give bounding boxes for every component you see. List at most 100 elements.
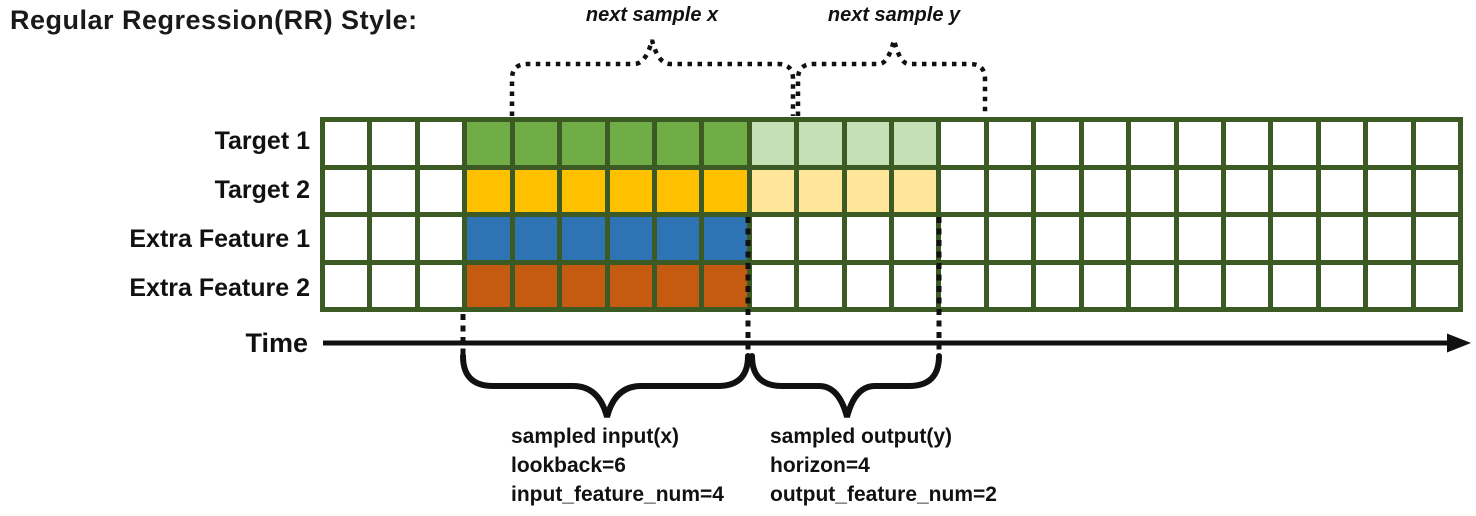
- grid-cell: [1320, 217, 1364, 260]
- grid-cell: [894, 122, 937, 165]
- sampled-output-note: sampled output(y) horizon=4 output_featu…: [770, 422, 997, 509]
- grid-cell: [988, 264, 1032, 307]
- grid-cell: [894, 264, 937, 307]
- grid-cell: [1036, 169, 1079, 212]
- grid-cell: [609, 264, 652, 307]
- grid-cell: [372, 264, 415, 307]
- sampled-input-note: sampled input(x) lookback=6 input_featur…: [511, 422, 724, 509]
- grid-cell: [894, 169, 937, 212]
- grid-cell: [1368, 264, 1411, 307]
- row-labels: Target 1 Target 2 Extra Feature 1 Extra Fea…: [0, 0, 310, 516]
- next-sample-y-brace: [795, 39, 988, 116]
- grid-cell: [988, 169, 1032, 212]
- grid-cell: [419, 217, 463, 260]
- grid-cell: [799, 264, 842, 307]
- grid-cell: [325, 169, 368, 212]
- grid-cell: [1415, 169, 1458, 212]
- grid-cell: [1178, 264, 1221, 307]
- grid-cell: [988, 122, 1032, 165]
- grid-cell: [704, 169, 747, 212]
- grid-cell: [609, 169, 652, 212]
- grid-cell: [1131, 122, 1174, 165]
- grid-cell: [1178, 217, 1221, 260]
- grid-cell: [1083, 264, 1127, 307]
- grid-cell: [656, 169, 700, 212]
- grid-cell: [1083, 122, 1127, 165]
- sampled-input-line: sampled input(x): [511, 425, 680, 448]
- grid-cell: [1320, 122, 1364, 165]
- grid-cell: [514, 217, 558, 260]
- grid-cell: [846, 169, 889, 212]
- grid-cell: [609, 217, 652, 260]
- grid-cell: [514, 264, 558, 307]
- next-sample-y-label: next sample y: [827, 4, 961, 26]
- grid-cell: [325, 264, 368, 307]
- sampled-output-line: output_feature_num=2: [770, 483, 997, 506]
- grid-cell: [562, 217, 605, 260]
- grid-cell: [656, 264, 700, 307]
- sampled-input-line: lookback=6: [511, 454, 626, 477]
- time-axis-label: Time: [245, 328, 308, 358]
- grid-cell: [372, 169, 415, 212]
- grid-cell: [325, 217, 368, 260]
- grid-cell: [941, 264, 984, 307]
- grid-cell: [656, 122, 700, 165]
- grid-cell: [1083, 169, 1127, 212]
- grid-cell: [514, 122, 558, 165]
- grid-cell: [467, 217, 510, 260]
- time-axis-arrowhead: [1447, 333, 1471, 353]
- row-label: Target 1: [214, 127, 310, 156]
- grid-cell: [1225, 169, 1269, 212]
- grid-cell: [751, 264, 795, 307]
- grid-cell: [372, 122, 415, 165]
- grid-cell: [1083, 217, 1127, 260]
- grid-cell: [1273, 217, 1316, 260]
- row-label: Target 2: [214, 176, 310, 205]
- grid-cell: [1415, 217, 1458, 260]
- grid-cell: [941, 217, 984, 260]
- grid-cell: [1131, 169, 1174, 212]
- grid-cell: [562, 122, 605, 165]
- grid-cell: [562, 169, 605, 212]
- grid-cell: [1178, 169, 1221, 212]
- grid-cell: [562, 264, 605, 307]
- grid-cell: [467, 122, 510, 165]
- grid-cell: [419, 122, 463, 165]
- sampled-output-brace: [749, 353, 942, 429]
- sampled-input-brace: [460, 353, 751, 429]
- grid-cell: [846, 217, 889, 260]
- grid-cell: [1415, 122, 1458, 165]
- grid-cell: [1273, 169, 1316, 212]
- grid-cell: [1131, 217, 1174, 260]
- sampled-output-line: horizon=4: [770, 454, 870, 477]
- grid-cell: [1273, 122, 1316, 165]
- grid-cell: [704, 264, 747, 307]
- grid-cell: [1036, 122, 1079, 165]
- grid-cell: [704, 122, 747, 165]
- grid-cell: [1368, 169, 1411, 212]
- grid-cell: [1225, 264, 1269, 307]
- grid-cell: [846, 264, 889, 307]
- grid-cell: [1036, 217, 1079, 260]
- row-label: Extra Feature 2: [129, 273, 310, 302]
- grid-cell: [419, 264, 463, 307]
- grid-cell: [1225, 217, 1269, 260]
- grid-cell: [988, 217, 1032, 260]
- grid-cell: [751, 217, 795, 260]
- grid-cell: [1131, 264, 1174, 307]
- grid-cell: [704, 217, 747, 260]
- sampled-output-line: sampled output(y): [770, 425, 952, 448]
- grid-cell: [894, 217, 937, 260]
- grid-cell: [419, 169, 463, 212]
- grid-cell: [325, 122, 368, 165]
- grid-cell: [609, 122, 652, 165]
- grid-cell: [799, 169, 842, 212]
- row-label: Extra Feature 1: [129, 224, 310, 253]
- grid-cell: [1368, 122, 1411, 165]
- grid-cell: [941, 169, 984, 212]
- grid-cell: [1320, 169, 1364, 212]
- grid-cell: [751, 169, 795, 212]
- grid-cell: [1225, 122, 1269, 165]
- grid-cell: [1415, 264, 1458, 307]
- grid-cell: [1178, 122, 1221, 165]
